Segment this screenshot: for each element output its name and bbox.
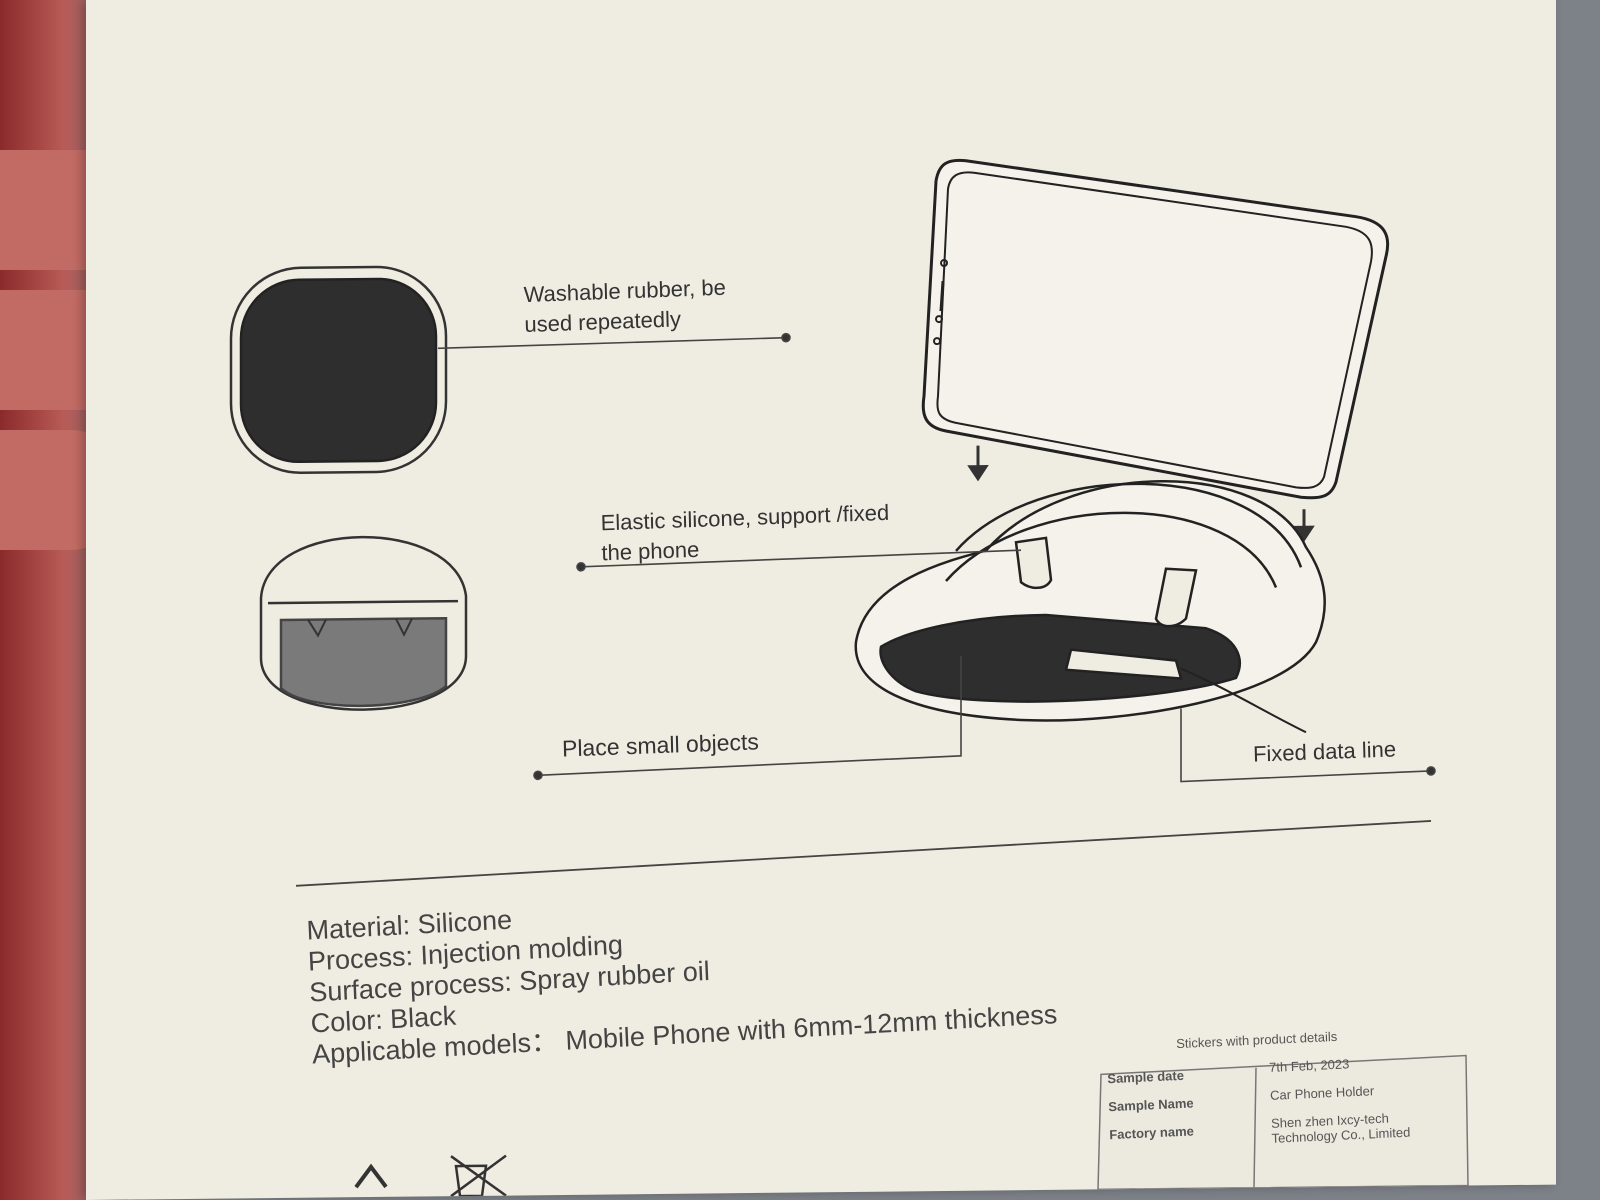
callout-lines — [295, 332, 1436, 887]
arrow-down-icon — [967, 445, 989, 482]
product-box-panel: Washable rubber, be used repeatedly Elas… — [86, 0, 1556, 1200]
illustration — [229, 158, 1469, 1198]
callout-washable-rubber: Washable rubber, be used repeatedly — [523, 274, 727, 338]
rubber-pad-top-view — [229, 265, 448, 475]
sticker-frame — [1097, 1054, 1469, 1191]
crossed-bin-icon — [450, 1154, 507, 1198]
recycle-icon — [354, 1163, 388, 1189]
arrow-down-icon — [1293, 509, 1315, 542]
holder-front-view — [259, 535, 468, 711]
phone-holder-base — [854, 480, 1326, 734]
callout-elastic-silicone: Elastic silicone, support /fixed the pho… — [600, 499, 890, 566]
callout-fixed-data-line: Fixed data line — [1252, 736, 1397, 767]
phone-illustration — [921, 158, 1390, 500]
